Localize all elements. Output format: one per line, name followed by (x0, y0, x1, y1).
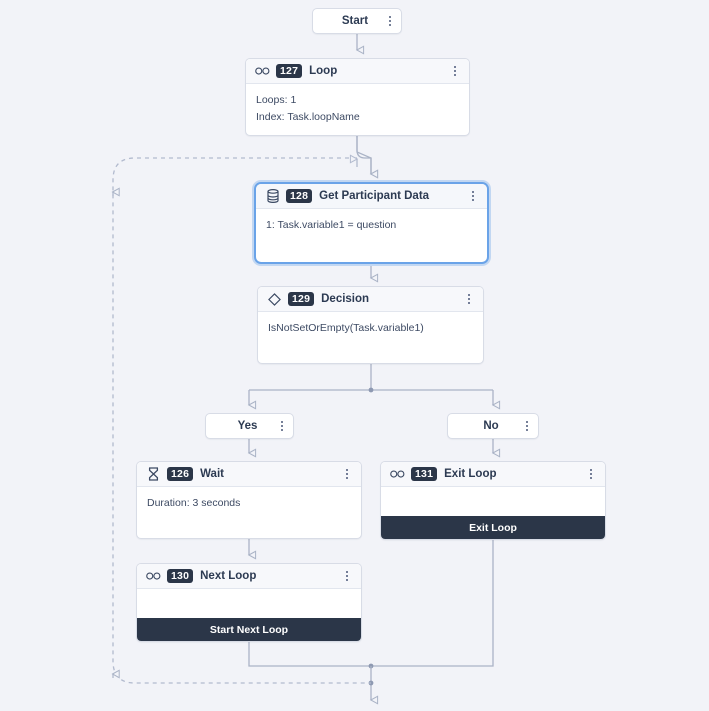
node-exit-loop-title: Exit Loop (444, 468, 497, 480)
node-get-participant-data-body-line: 1: Task.variable1 = question (266, 219, 397, 231)
node-loop-title: Loop (309, 65, 338, 77)
branch-no[interactable]: No (447, 413, 539, 439)
node-next-loop-id-badge: 130 (167, 569, 194, 583)
node-decision-id-badge: 129 (288, 292, 315, 306)
node-next-loop-body (137, 589, 361, 597)
node-wait-title: Wait (200, 468, 224, 480)
node-loop[interactable]: 127 Loop Loops: 1 Index: Task.loopName (245, 58, 470, 136)
node-wait[interactable]: 126 Wait Duration: 3 seconds (136, 461, 362, 539)
hourglass-icon (146, 467, 161, 482)
infinity-icon (255, 64, 270, 79)
node-decision-body-line: IsNotSetOrEmpty(Task.variable1) (268, 322, 424, 334)
node-decision-title: Decision (321, 293, 370, 305)
node-exit-loop-kebab-menu-icon[interactable] (584, 465, 598, 483)
node-wait-body: Duration: 3 seconds (137, 487, 361, 512)
node-exit-loop[interactable]: 131 Exit Loop Exit Loop (380, 461, 606, 540)
node-loop-body-line: Index: Task.loopName (256, 111, 360, 123)
node-next-loop-kebab-menu-icon[interactable] (340, 567, 354, 585)
infinity-icon (390, 467, 405, 482)
node-loop-id-badge: 127 (276, 64, 303, 78)
node-next-loop-header: 130 Next Loop (137, 564, 361, 589)
infinity-icon (146, 569, 161, 584)
node-get-participant-data-id-badge: 128 (286, 189, 313, 203)
node-decision-kebab-menu-icon[interactable] (462, 290, 476, 308)
node-start-kebab-menu-icon[interactable] (383, 12, 397, 30)
database-icon (265, 189, 280, 204)
node-loop-body: Loops: 1 Index: Task.loopName (246, 84, 469, 126)
node-wait-kebab-menu-icon[interactable] (340, 465, 354, 483)
node-get-participant-data-title: Get Participant Data (319, 190, 430, 202)
branch-yes-kebab-menu-icon[interactable] (275, 417, 289, 435)
node-decision-body: IsNotSetOrEmpty(Task.variable1) (258, 312, 483, 337)
node-get-participant-data-body: 1: Task.variable1 = question (256, 209, 487, 234)
node-next-loop[interactable]: 130 Next Loop Start Next Loop (136, 563, 362, 642)
branch-no-kebab-menu-icon[interactable] (520, 417, 534, 435)
branch-no-label: No (483, 420, 499, 432)
node-decision[interactable]: 129 Decision IsNotSetOrEmpty(Task.variab… (257, 286, 484, 364)
node-start-label: Start (341, 15, 369, 27)
node-exit-loop-id-badge: 131 (411, 467, 438, 481)
node-wait-header: 126 Wait (137, 462, 361, 487)
node-exit-loop-body (381, 487, 605, 495)
node-next-loop-title: Next Loop (200, 570, 257, 582)
node-get-participant-data-kebab-menu-icon[interactable] (466, 187, 480, 205)
node-decision-header: 129 Decision (258, 287, 483, 312)
node-wait-id-badge: 126 (167, 467, 194, 481)
node-get-participant-data-header: 128 Get Participant Data (256, 184, 487, 209)
node-loop-body-line: Loops: 1 (256, 94, 297, 106)
branch-yes[interactable]: Yes (205, 413, 294, 439)
node-next-loop-footer-button[interactable]: Start Next Loop (137, 618, 361, 641)
node-loop-header: 127 Loop (246, 59, 469, 84)
node-exit-loop-header: 131 Exit Loop (381, 462, 605, 487)
branch-yes-label: Yes (237, 420, 258, 432)
node-start[interactable]: Start (312, 8, 402, 34)
node-exit-loop-footer-button[interactable]: Exit Loop (381, 516, 605, 539)
diamond-icon (267, 292, 282, 307)
node-wait-body-line: Duration: 3 seconds (147, 497, 241, 509)
node-get-participant-data[interactable]: 128 Get Participant Data 1: Task.variabl… (254, 182, 489, 264)
node-loop-kebab-menu-icon[interactable] (448, 62, 462, 80)
